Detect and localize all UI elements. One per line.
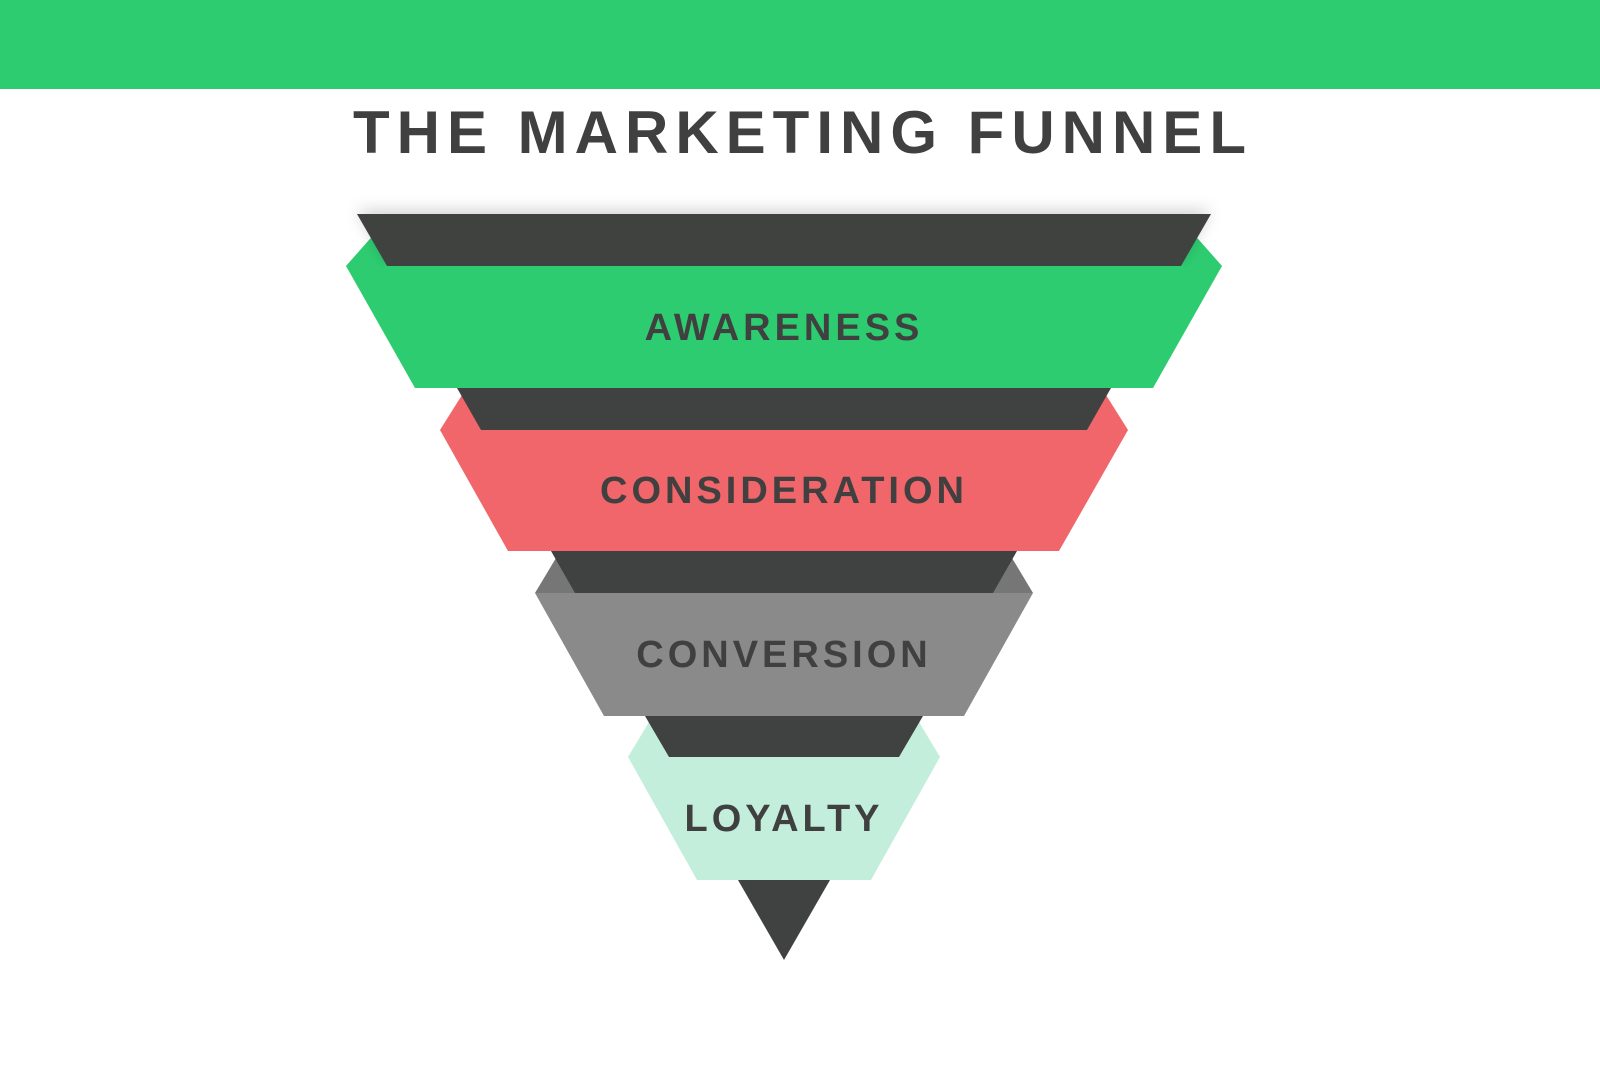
consideration-right-fold	[1086, 395, 1128, 430]
funnel-stage-awareness: AWARENESS	[346, 214, 1222, 388]
funnel-stage-conversion: CONVERSION	[535, 551, 1033, 716]
consideration-connector	[457, 388, 1111, 430]
loyalty-band	[628, 757, 940, 880]
loyalty-label: LOYALTY	[684, 798, 883, 840]
conversion-right-fold	[992, 558, 1033, 593]
awareness-band	[346, 266, 1222, 388]
consideration-label: CONSIDERATION	[600, 470, 968, 512]
loyalty-right-fold	[899, 722, 940, 757]
consideration-left-fold	[440, 395, 482, 430]
conversion-left-fold	[535, 558, 576, 593]
page-title: THE MARKETING FUNNEL	[353, 99, 1253, 166]
awareness-label: AWARENESS	[645, 307, 924, 349]
header-bar	[0, 0, 1600, 89]
funnel-stage-loyalty: LOYALTY	[628, 716, 940, 880]
awareness-connector	[357, 214, 1211, 266]
loyalty-left-fold	[628, 722, 669, 757]
loyalty-connector	[645, 716, 923, 757]
funnel-tip	[738, 880, 830, 960]
conversion-band	[535, 593, 1033, 716]
funnel-stage-consideration: CONSIDERATION	[440, 388, 1128, 551]
conversion-label: CONVERSION	[636, 634, 931, 676]
conversion-connector	[551, 551, 1017, 593]
consideration-band	[440, 430, 1128, 551]
